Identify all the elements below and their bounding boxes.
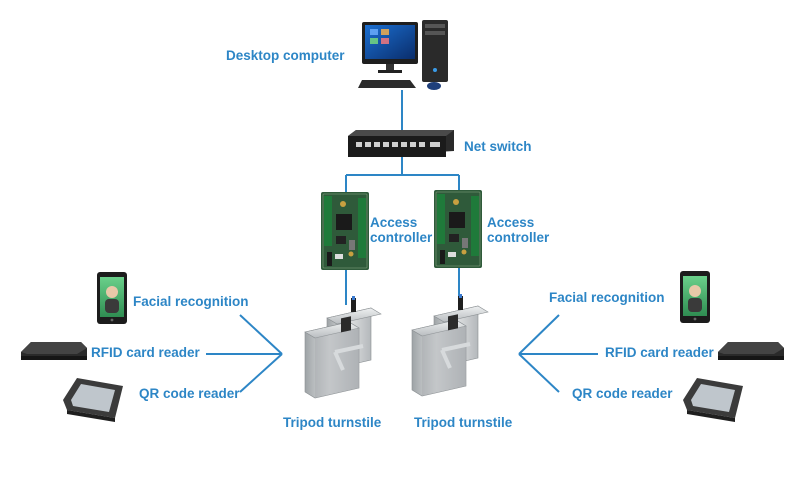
- right-qr-code-reader-icon: [683, 378, 743, 422]
- turnstile-right-icon: [410, 292, 490, 398]
- access-controller-right-label-line1: Access: [487, 215, 535, 230]
- link-left-qr: [239, 353, 283, 393]
- access-controller-left-icon: [320, 191, 370, 271]
- left-rfid-card-reader-label: RFID card reader: [91, 345, 200, 360]
- link-right-qr: [518, 353, 560, 393]
- access-controller-left-label-line2: controller: [370, 230, 433, 245]
- access-controller-right-label-line2: controller: [487, 230, 550, 245]
- left-qr-code-reader-icon: [63, 378, 123, 422]
- right-facial-recognition-icon: [680, 271, 710, 323]
- left-facial-recognition-icon: [97, 272, 127, 324]
- connector-lines: [206, 90, 598, 393]
- access-controller-right-icon: [433, 189, 483, 269]
- network-switch-icon: [348, 130, 454, 157]
- desktop-computer-icon: [358, 20, 448, 90]
- access-controller-left-label-line1: Access: [370, 215, 418, 230]
- right-facial-recognition-label: Facial recognition: [549, 290, 665, 305]
- turnstile-left-label: Tripod turnstile: [283, 415, 382, 430]
- turnstile-left-icon: [303, 294, 383, 400]
- left-facial-recognition-label: Facial recognition: [133, 294, 249, 309]
- net-switch-label: Net switch: [464, 139, 532, 154]
- turnstile-right-label: Tripod turnstile: [414, 415, 513, 430]
- right-qr-code-reader-label: QR code reader: [572, 386, 673, 401]
- link-right-facial: [518, 314, 560, 355]
- left-qr-code-reader-label: QR code reader: [139, 386, 240, 401]
- left-rfid-card-reader-icon: [21, 342, 87, 360]
- link-left-facial: [239, 314, 283, 355]
- right-rfid-card-reader-icon: [718, 342, 784, 360]
- right-rfid-card-reader-label: RFID card reader: [605, 345, 714, 360]
- desktop-computer-label: Desktop computer: [226, 48, 345, 63]
